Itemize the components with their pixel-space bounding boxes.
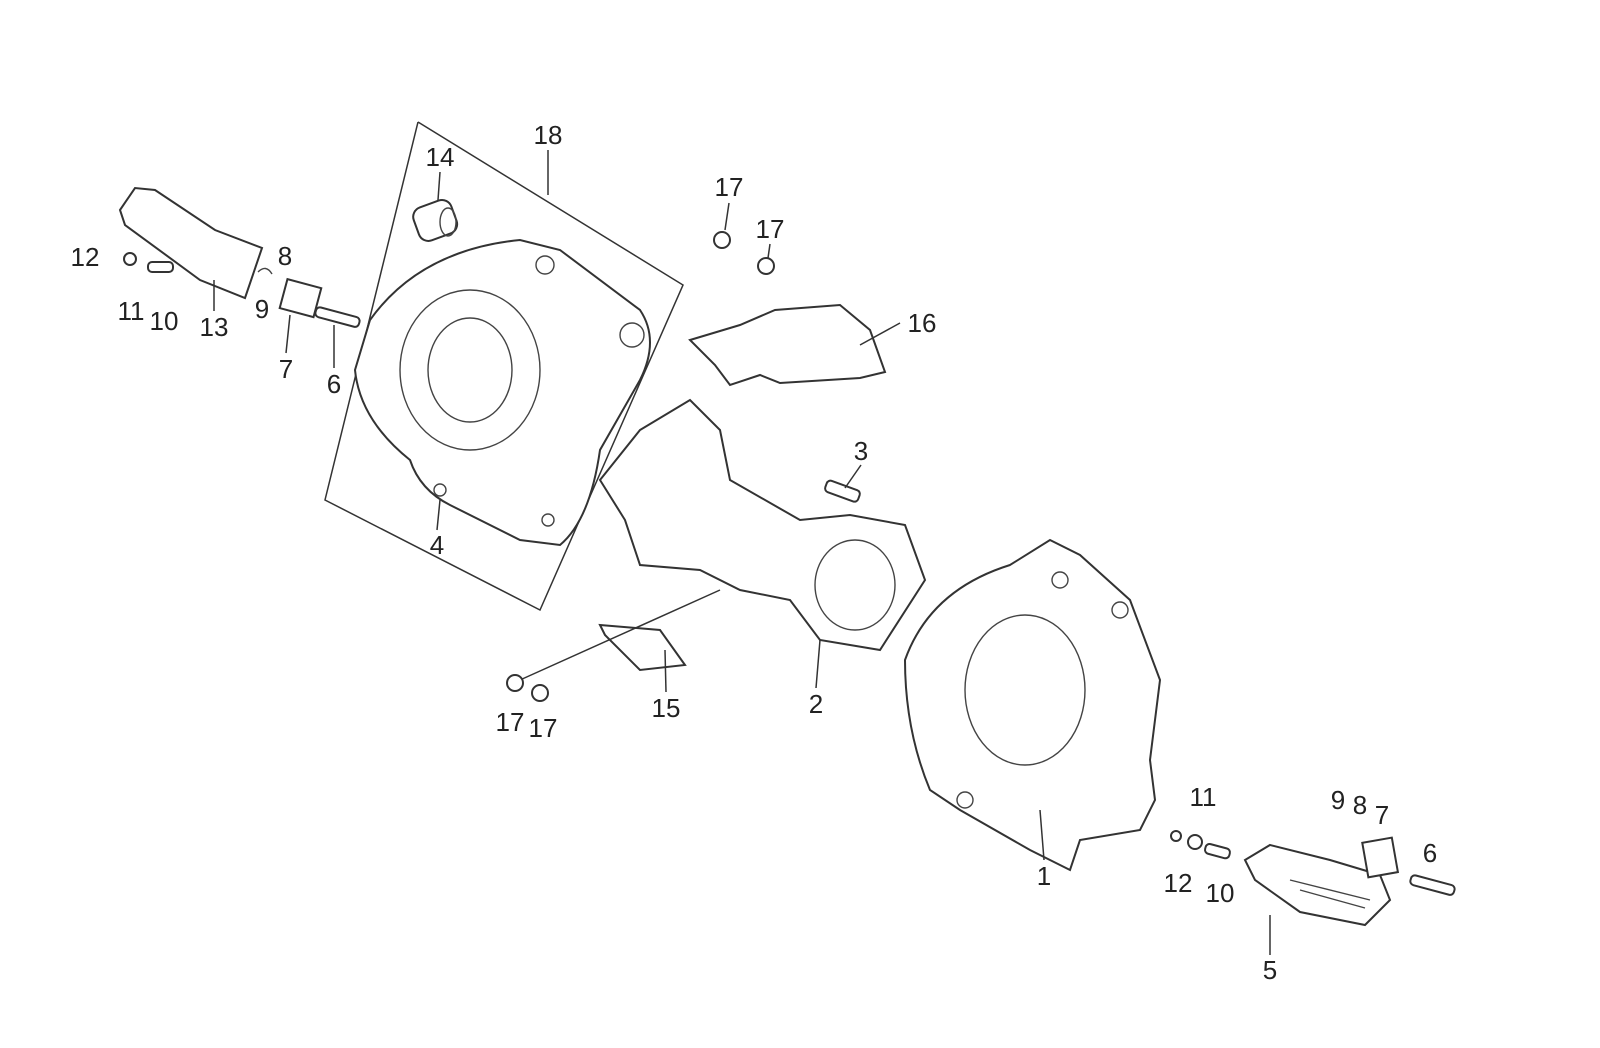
part-7-plate <box>278 277 323 319</box>
callout-18: 18 <box>534 120 563 150</box>
callout-13: 13 <box>200 312 229 342</box>
callout-11: 11 <box>1190 782 1217 812</box>
part-12-nut <box>1170 830 1182 842</box>
callout-17: 17 <box>715 172 744 202</box>
part-11-washer <box>1187 834 1203 850</box>
callout-14: 14 <box>426 142 455 172</box>
callout-8: 8 <box>1353 790 1367 820</box>
part-3-bolt <box>824 479 861 503</box>
part-2-body <box>598 398 927 652</box>
callout-4: 4 <box>430 530 444 560</box>
part-14-bushing <box>412 199 459 242</box>
part-6-bolt <box>314 306 361 328</box>
callout-17: 17 <box>496 707 525 737</box>
callout-15: 15 <box>652 693 681 723</box>
part-16-bracket <box>688 303 887 387</box>
callout-2: 2 <box>809 689 823 719</box>
callout-17: 17 <box>756 214 785 244</box>
callout-6: 6 <box>327 369 341 399</box>
callout-12: 12 <box>1164 868 1193 898</box>
part-15-plate <box>598 623 687 672</box>
part-17-screw <box>531 684 549 702</box>
callout-16: 16 <box>908 308 937 338</box>
callout-9: 9 <box>255 294 269 324</box>
part-11-washer <box>123 252 137 266</box>
callout-9: 9 <box>1331 785 1345 815</box>
callout-17: 17 <box>529 713 558 743</box>
callout-7: 7 <box>279 354 293 384</box>
callout-1: 1 <box>1037 861 1051 891</box>
part-6-bolt <box>1409 874 1456 896</box>
part-5-footrest <box>1243 843 1392 927</box>
part-17-screw <box>713 231 731 249</box>
callout-12: 12 <box>71 242 100 272</box>
callout-11: 11 <box>118 296 145 326</box>
part-10-pin <box>147 261 174 273</box>
callout-10: 10 <box>150 306 179 336</box>
part-7-plate <box>1361 836 1400 879</box>
part-17-screw <box>757 257 775 275</box>
part-17-screw <box>506 674 524 692</box>
callout-3: 3 <box>854 436 868 466</box>
leader-lines <box>213 150 1271 955</box>
callout-8: 8 <box>278 241 292 271</box>
part-13-footrest <box>118 186 264 300</box>
part-9-spring <box>257 267 273 275</box>
callout-7: 7 <box>1375 800 1389 830</box>
callout-5: 5 <box>1263 955 1277 985</box>
part-4-housing <box>353 238 651 547</box>
part-1-housing <box>903 538 1162 872</box>
callout-10: 10 <box>1206 878 1235 908</box>
part-10-pin <box>1204 842 1231 860</box>
callout-6: 6 <box>1423 838 1437 868</box>
